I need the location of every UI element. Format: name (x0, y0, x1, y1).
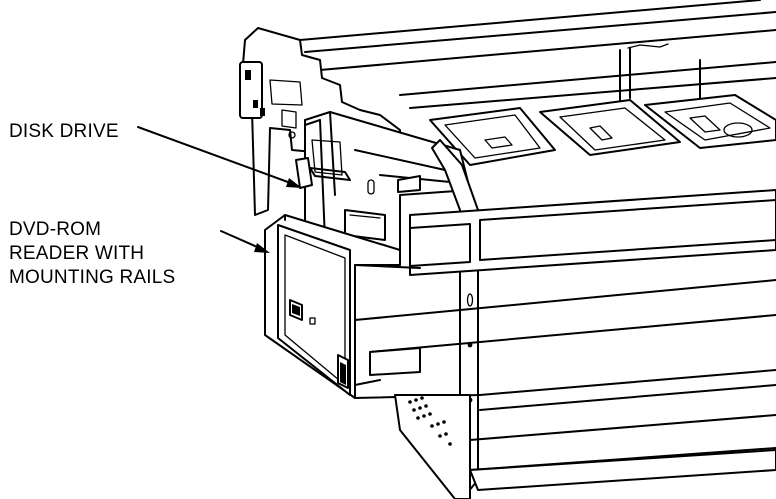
upper-bay-covers (429, 94, 776, 166)
dvd-rom-reader (264, 214, 481, 399)
dvd-rom-arrow (220, 230, 270, 253)
chassis-top (299, 0, 776, 111)
dvd-rom-label-line-2: READER WITH (9, 243, 145, 264)
disk-drive-arrow (137, 126, 302, 188)
dvd-rom-label-line-3: MOUNTING RAILS (9, 267, 176, 288)
lower-frame (394, 394, 471, 499)
dvd-rom-label-line-1: DVD-ROM (9, 219, 102, 240)
bay-blanks (354, 189, 776, 491)
disk-drive-label: DISK DRIVE (9, 121, 119, 142)
dvd-rom-label: DVD-ROM READER WITH MOUNTING RAILS (9, 218, 175, 290)
